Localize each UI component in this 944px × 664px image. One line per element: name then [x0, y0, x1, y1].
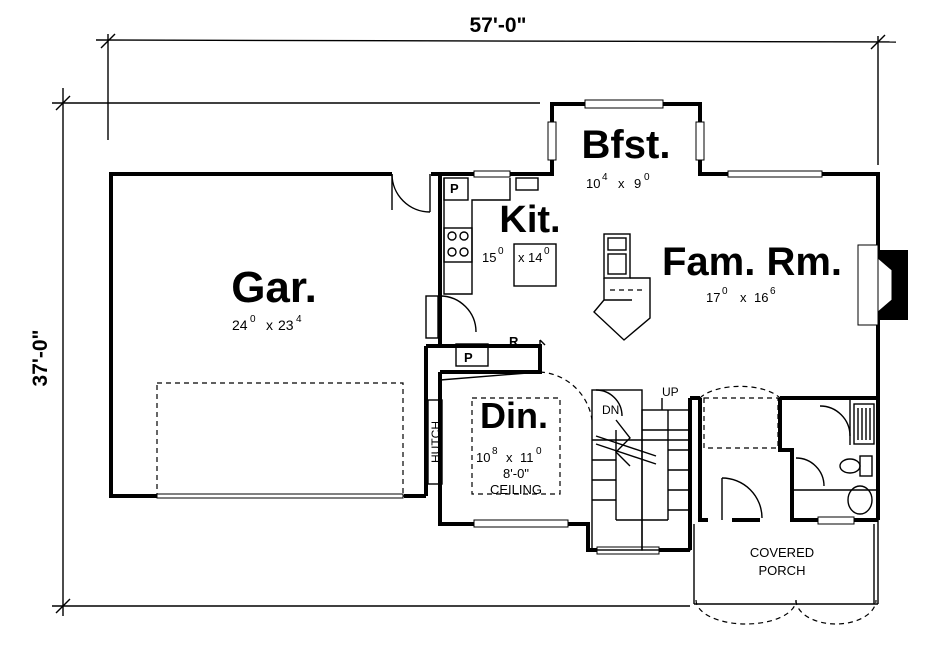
svg-text:0: 0 [644, 172, 650, 183]
svg-text:15: 15 [482, 250, 496, 265]
stair-up-label: UP [662, 385, 679, 399]
breakfast-dimensions: 10 4 x 9 0 [586, 172, 650, 191]
svg-text:23: 23 [278, 317, 294, 333]
garage-entry-door [391, 173, 431, 213]
powder-bath-fixtures [795, 403, 875, 515]
breakfast-name: Bfst. [582, 123, 671, 167]
svg-text:x: x [266, 317, 273, 333]
svg-text:x: x [618, 176, 625, 191]
width-dimension-line [95, 33, 897, 165]
dining-ceiling-outline [471, 397, 561, 495]
entry-door [721, 477, 763, 520]
kitchen-island [513, 243, 557, 287]
hutch [427, 399, 443, 485]
svg-text:14: 14 [528, 250, 542, 265]
hutch-label: HUTCH [429, 421, 443, 463]
garage-door-opening [156, 493, 404, 499]
svg-text:0: 0 [722, 286, 728, 297]
covered-porch [693, 385, 879, 625]
laundry-pantry-label: P [464, 350, 473, 365]
dining-dimensions: 10 8 x 11 0 [476, 446, 542, 465]
family-room-dimensions: 17 0 x 16 6 [706, 286, 776, 305]
kitchen-counter [425, 177, 539, 339]
garage-dimensions: 24 0 x 23 4 [232, 314, 302, 333]
refrigerator-label: R [509, 334, 519, 349]
svg-text:0: 0 [250, 314, 256, 325]
kitchen-pantry-label: P [450, 181, 459, 196]
svg-text:x: x [506, 450, 513, 465]
kitchen-dimensions: 15 0 x 14 0 [482, 246, 550, 265]
interior-walls [438, 320, 878, 520]
svg-text:x: x [740, 290, 747, 305]
svg-text:17: 17 [706, 290, 720, 305]
svg-text:0: 0 [536, 446, 542, 457]
width-dimension-label: 57'-0" [470, 14, 527, 37]
depth-dimension-label: 37'-0" [29, 330, 52, 387]
dining-ceiling-height: 8'-0" [503, 466, 529, 481]
svg-text:24: 24 [232, 317, 248, 333]
covered-porch-label-line2: PORCH [759, 563, 806, 578]
svg-text:11: 11 [520, 450, 534, 465]
svg-text:x: x [518, 250, 525, 265]
svg-text:10: 10 [476, 450, 490, 465]
family-room-peninsula [593, 233, 651, 341]
svg-text:0: 0 [544, 246, 550, 257]
covered-porch-label-line1: COVERED [750, 545, 814, 560]
svg-text:9: 9 [634, 176, 641, 191]
svg-text:16: 16 [754, 290, 768, 305]
svg-text:6: 6 [770, 286, 776, 297]
svg-text:10: 10 [586, 176, 600, 191]
family-room-name: Fam. Rm. [662, 240, 842, 284]
svg-text:8: 8 [492, 446, 498, 457]
svg-text:0: 0 [498, 246, 504, 257]
dining-ceiling-label: CEILING [490, 482, 542, 497]
depth-dimension-line [52, 88, 690, 616]
kitchen-name: Kit. [499, 199, 560, 241]
fireplace [857, 244, 908, 326]
stair-down-label: DN [602, 403, 619, 417]
staircase [591, 389, 691, 551]
dining-name: Din. [480, 395, 548, 436]
laundry-pantry-box [455, 343, 489, 367]
svg-text:4: 4 [296, 314, 302, 325]
garage-door-outline [156, 382, 404, 497]
garage-name: Gar. [231, 263, 317, 312]
svg-text:4: 4 [602, 172, 608, 183]
